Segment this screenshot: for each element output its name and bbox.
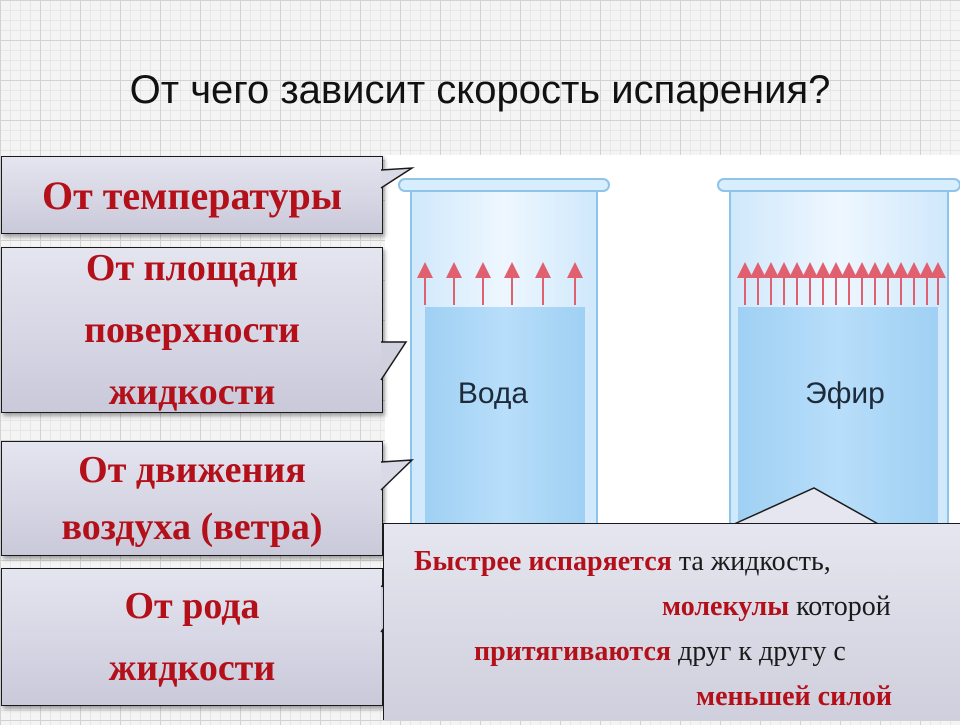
callout-tail xyxy=(380,167,415,189)
explanation-note: Быстрее испаряется та жидкость, молекулы… xyxy=(383,523,960,720)
callout-tail xyxy=(380,459,414,491)
callout-line: поверхности xyxy=(84,309,300,351)
note-line: молекулы которой xyxy=(662,584,891,629)
callout-temperature: От температуры xyxy=(1,156,383,234)
note-line: притягиваются друг к другу с xyxy=(474,629,846,674)
callout-line: От площади xyxy=(85,247,299,289)
callout-line: От движения xyxy=(78,448,306,491)
note-emphasis: притягиваются xyxy=(474,636,672,667)
callout-tail xyxy=(380,341,408,381)
callout-line: От рода xyxy=(124,585,260,627)
note-line: меньшей силой xyxy=(696,674,892,719)
note-emphasis: меньшей силой xyxy=(696,681,893,712)
callout-line: От температуры xyxy=(41,172,343,218)
note-text: та жидкость, xyxy=(671,546,831,577)
callout-line: воздуха (ветра) xyxy=(61,505,323,548)
beaker-label-ether: Эфир xyxy=(805,377,885,410)
slide-title: От чего зависит скорость испарения? xyxy=(129,68,831,112)
callout-line: жидкости xyxy=(108,647,276,689)
note-text: которой xyxy=(789,591,891,622)
note-line: Быстрее испаряется та жидкость, xyxy=(414,539,831,584)
note-text: друг к другу с xyxy=(671,636,846,667)
callout-surface-area: От площади поверхности жидкости xyxy=(1,247,383,413)
note-tail xyxy=(731,487,881,526)
callout-liquid-type: От рода жидкости xyxy=(1,568,383,706)
note-emphasis: молекулы xyxy=(662,591,790,622)
note-emphasis: Быстрее испаряется xyxy=(414,546,672,577)
callout-air-movement: От движения воздуха (ветра) xyxy=(1,441,383,556)
callout-line: жидкости xyxy=(108,371,276,413)
beaker-label-water: Вода xyxy=(458,377,529,410)
